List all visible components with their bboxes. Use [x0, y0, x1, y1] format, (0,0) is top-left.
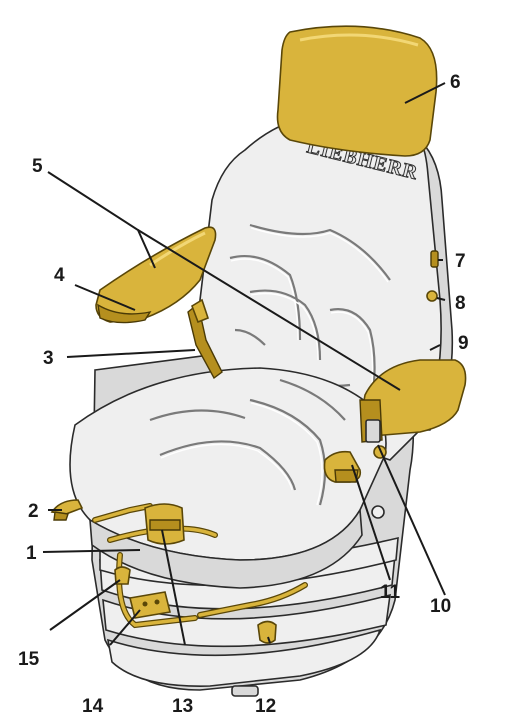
right-armrest — [359, 359, 467, 459]
callout-12: 12 — [255, 696, 276, 717]
callout-2: 2 — [28, 501, 39, 522]
callout-6: 6 — [450, 72, 461, 93]
callout-9: 9 — [458, 333, 469, 354]
callout-10: 10 — [430, 596, 451, 617]
left-armrest — [95, 226, 217, 324]
callout-4: 4 — [54, 265, 65, 286]
backrest-side-knob — [426, 290, 438, 302]
callout-15: 15 — [18, 649, 40, 670]
seat-belt — [187, 298, 223, 380]
seat-side-knob — [371, 505, 385, 519]
callout-14: 14 — [82, 696, 104, 717]
adjustment-rails — [50, 499, 385, 644]
armrest-control-panel — [365, 419, 381, 443]
callout-8: 8 — [455, 293, 466, 314]
backrest-side-control — [430, 250, 439, 268]
height-lever — [323, 450, 362, 483]
callout-3: 3 — [43, 348, 54, 369]
leader-lines — [42, 82, 446, 646]
callout-1: 1 — [26, 543, 37, 564]
callout-11: 11 — [380, 582, 401, 603]
headrest — [276, 25, 438, 157]
callout-labels: 1 2 3 4 5 6 7 8 9 10 11 12 13 14 15 — [18, 72, 469, 717]
callout-7: 7 — [455, 251, 466, 272]
callout-5: 5 — [32, 156, 43, 177]
callout-13: 13 — [172, 696, 193, 717]
